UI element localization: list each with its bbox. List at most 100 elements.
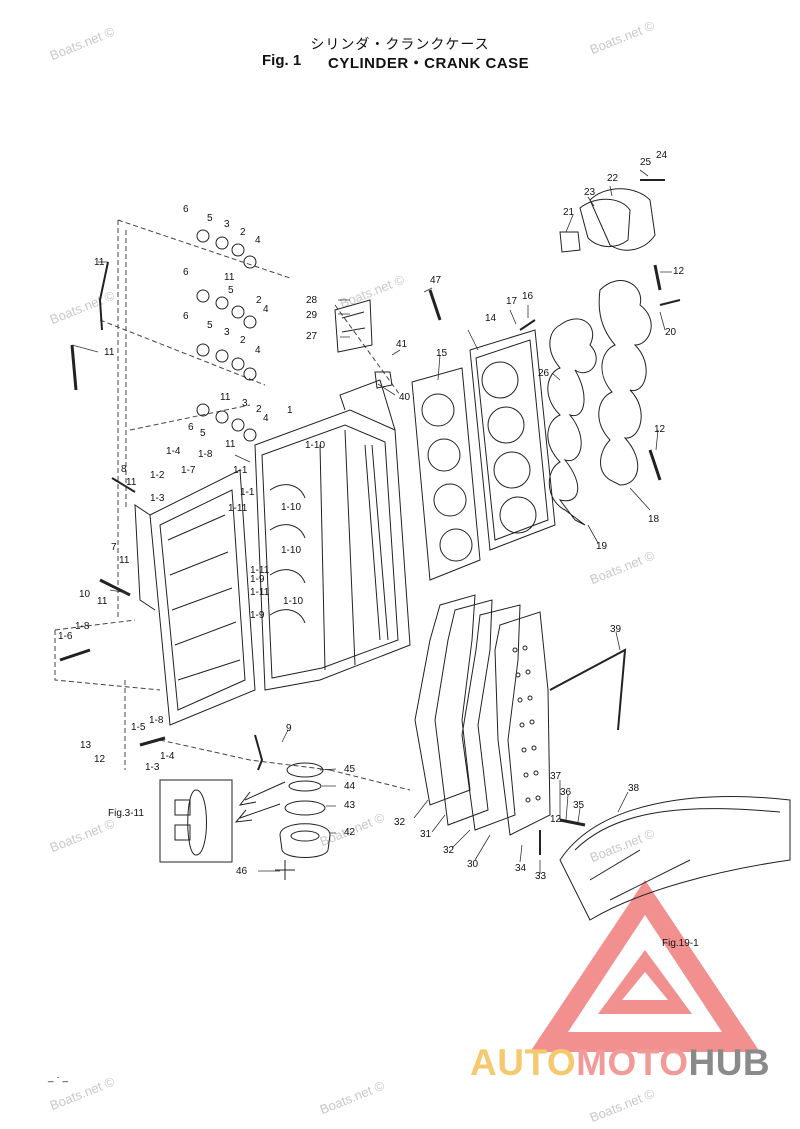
exhaust-cover-18 xyxy=(598,280,652,486)
callout-1-6: 1-6 xyxy=(58,631,73,642)
callout-12: 12 xyxy=(550,814,562,825)
brand-logo: AUTOMOTOHUB xyxy=(470,1042,770,1084)
callout-46: 46 xyxy=(236,866,248,877)
callout-11: 11 xyxy=(97,596,108,607)
callout-1-10: 1-10 xyxy=(305,440,326,451)
callout-1-11: 1-11 xyxy=(228,503,248,514)
callout-20: 20 xyxy=(665,327,677,338)
head-gasket xyxy=(411,367,481,581)
callout-39: 39 xyxy=(610,624,622,635)
callout-7: 7 xyxy=(111,542,117,553)
callout-1-10: 1-10 xyxy=(283,596,304,607)
callout-14: 14 xyxy=(485,313,497,324)
callout-19: 19 xyxy=(596,541,608,552)
callout-1-7: 1-7 xyxy=(181,465,196,476)
callout-1-1: 1-1 xyxy=(233,465,248,476)
callout-11: 11 xyxy=(94,257,105,268)
callout-11: 11 xyxy=(119,555,130,566)
callout-4: 4 xyxy=(255,345,261,356)
callout-21: 21 xyxy=(563,207,575,218)
callout-1-4: 1-4 xyxy=(166,446,181,457)
figure-reference: Fig.3-11 xyxy=(108,808,144,819)
callout-35: 35 xyxy=(573,800,585,811)
callout-1-4: 1-4 xyxy=(160,751,175,762)
callout-12: 12 xyxy=(654,424,666,435)
callout-23: 23 xyxy=(584,187,596,198)
callout-34: 34 xyxy=(515,863,527,874)
callout-2: 2 xyxy=(240,227,246,238)
callout-22: 22 xyxy=(607,173,619,184)
callout-3: 3 xyxy=(224,327,230,338)
callout-1-9: 1-9 xyxy=(250,610,265,621)
callout-5: 5 xyxy=(228,285,234,296)
callout-6: 6 xyxy=(188,422,194,433)
callout-15: 15 xyxy=(436,348,448,359)
callout-4: 4 xyxy=(263,304,269,315)
callout-36: 36 xyxy=(560,787,572,798)
callout-37: 37 xyxy=(550,771,562,782)
callout-11: 11 xyxy=(126,477,137,488)
callout-31: 31 xyxy=(420,829,432,840)
brand-logo-mark xyxy=(530,880,760,1052)
callout-24: 24 xyxy=(656,150,668,161)
callout-1-8: 1-8 xyxy=(198,449,213,460)
callout-5: 5 xyxy=(207,320,213,331)
callout-1: 1 xyxy=(287,405,293,416)
callout-1-8: 1-8 xyxy=(75,621,90,632)
callout-6: 6 xyxy=(183,204,189,215)
callout-1-10: 1-10 xyxy=(281,502,302,513)
bottom-cowl xyxy=(559,796,791,921)
callout-17: 17 xyxy=(506,296,518,307)
callout-12: 12 xyxy=(94,754,106,765)
callout-1-11: 1-11 xyxy=(250,565,270,576)
callout-1-1: 1-1 xyxy=(240,487,255,498)
callout-5: 5 xyxy=(207,213,213,224)
callout-16: 16 xyxy=(522,291,534,302)
brand-logo-part: HUB xyxy=(688,1042,771,1083)
callout-3: 3 xyxy=(224,219,230,230)
callout-41: 41 xyxy=(396,339,408,350)
callout-6: 6 xyxy=(183,311,189,322)
cylinder-block xyxy=(134,469,256,726)
callout-8: 8 xyxy=(121,464,127,475)
callout-1-2: 1-2 xyxy=(150,470,165,481)
callout-26: 26 xyxy=(538,368,550,379)
callout-43: 43 xyxy=(344,800,356,811)
callout-4: 4 xyxy=(255,235,261,246)
callout-2: 2 xyxy=(256,404,262,415)
callout-47: 47 xyxy=(430,275,442,286)
callout-2: 2 xyxy=(240,335,246,346)
callout-27: 27 xyxy=(306,331,318,342)
callout-11: 11 xyxy=(224,272,235,283)
callout-25: 25 xyxy=(640,157,652,168)
footer-mark: _ · _ xyxy=(48,1072,69,1083)
callout-10: 10 xyxy=(79,589,91,600)
callout-6: 6 xyxy=(183,267,189,278)
callout-9: 9 xyxy=(286,723,292,734)
callout-40: 40 xyxy=(399,392,411,403)
gasket-19 xyxy=(547,318,597,526)
callout-1-9: 1-9 xyxy=(250,574,265,585)
callout-28: 28 xyxy=(306,295,318,306)
callout-18: 18 xyxy=(648,514,660,525)
crank-case xyxy=(254,379,411,691)
callout-2: 2 xyxy=(256,295,262,306)
callout-12: 12 xyxy=(673,266,685,277)
callout-3: 3 xyxy=(242,398,248,409)
callout-1-5: 1-5 xyxy=(131,722,146,733)
callout-5: 5 xyxy=(200,428,206,439)
cap-washers xyxy=(196,229,257,442)
callout-1-11: 1-11 xyxy=(250,587,270,598)
callout-1-10: 1-10 xyxy=(281,545,302,556)
callout-38: 38 xyxy=(628,783,640,794)
callout-11: 11 xyxy=(220,392,231,403)
callout-1-3: 1-3 xyxy=(150,493,165,504)
callout-45: 45 xyxy=(344,764,356,775)
callout-32: 32 xyxy=(443,845,455,856)
callout-42: 42 xyxy=(344,827,356,838)
callout-4: 4 xyxy=(263,413,269,424)
title-japanese: シリンダ・クランクケース xyxy=(310,37,490,53)
callout-30: 30 xyxy=(467,859,479,870)
callout-13: 13 xyxy=(80,740,92,751)
